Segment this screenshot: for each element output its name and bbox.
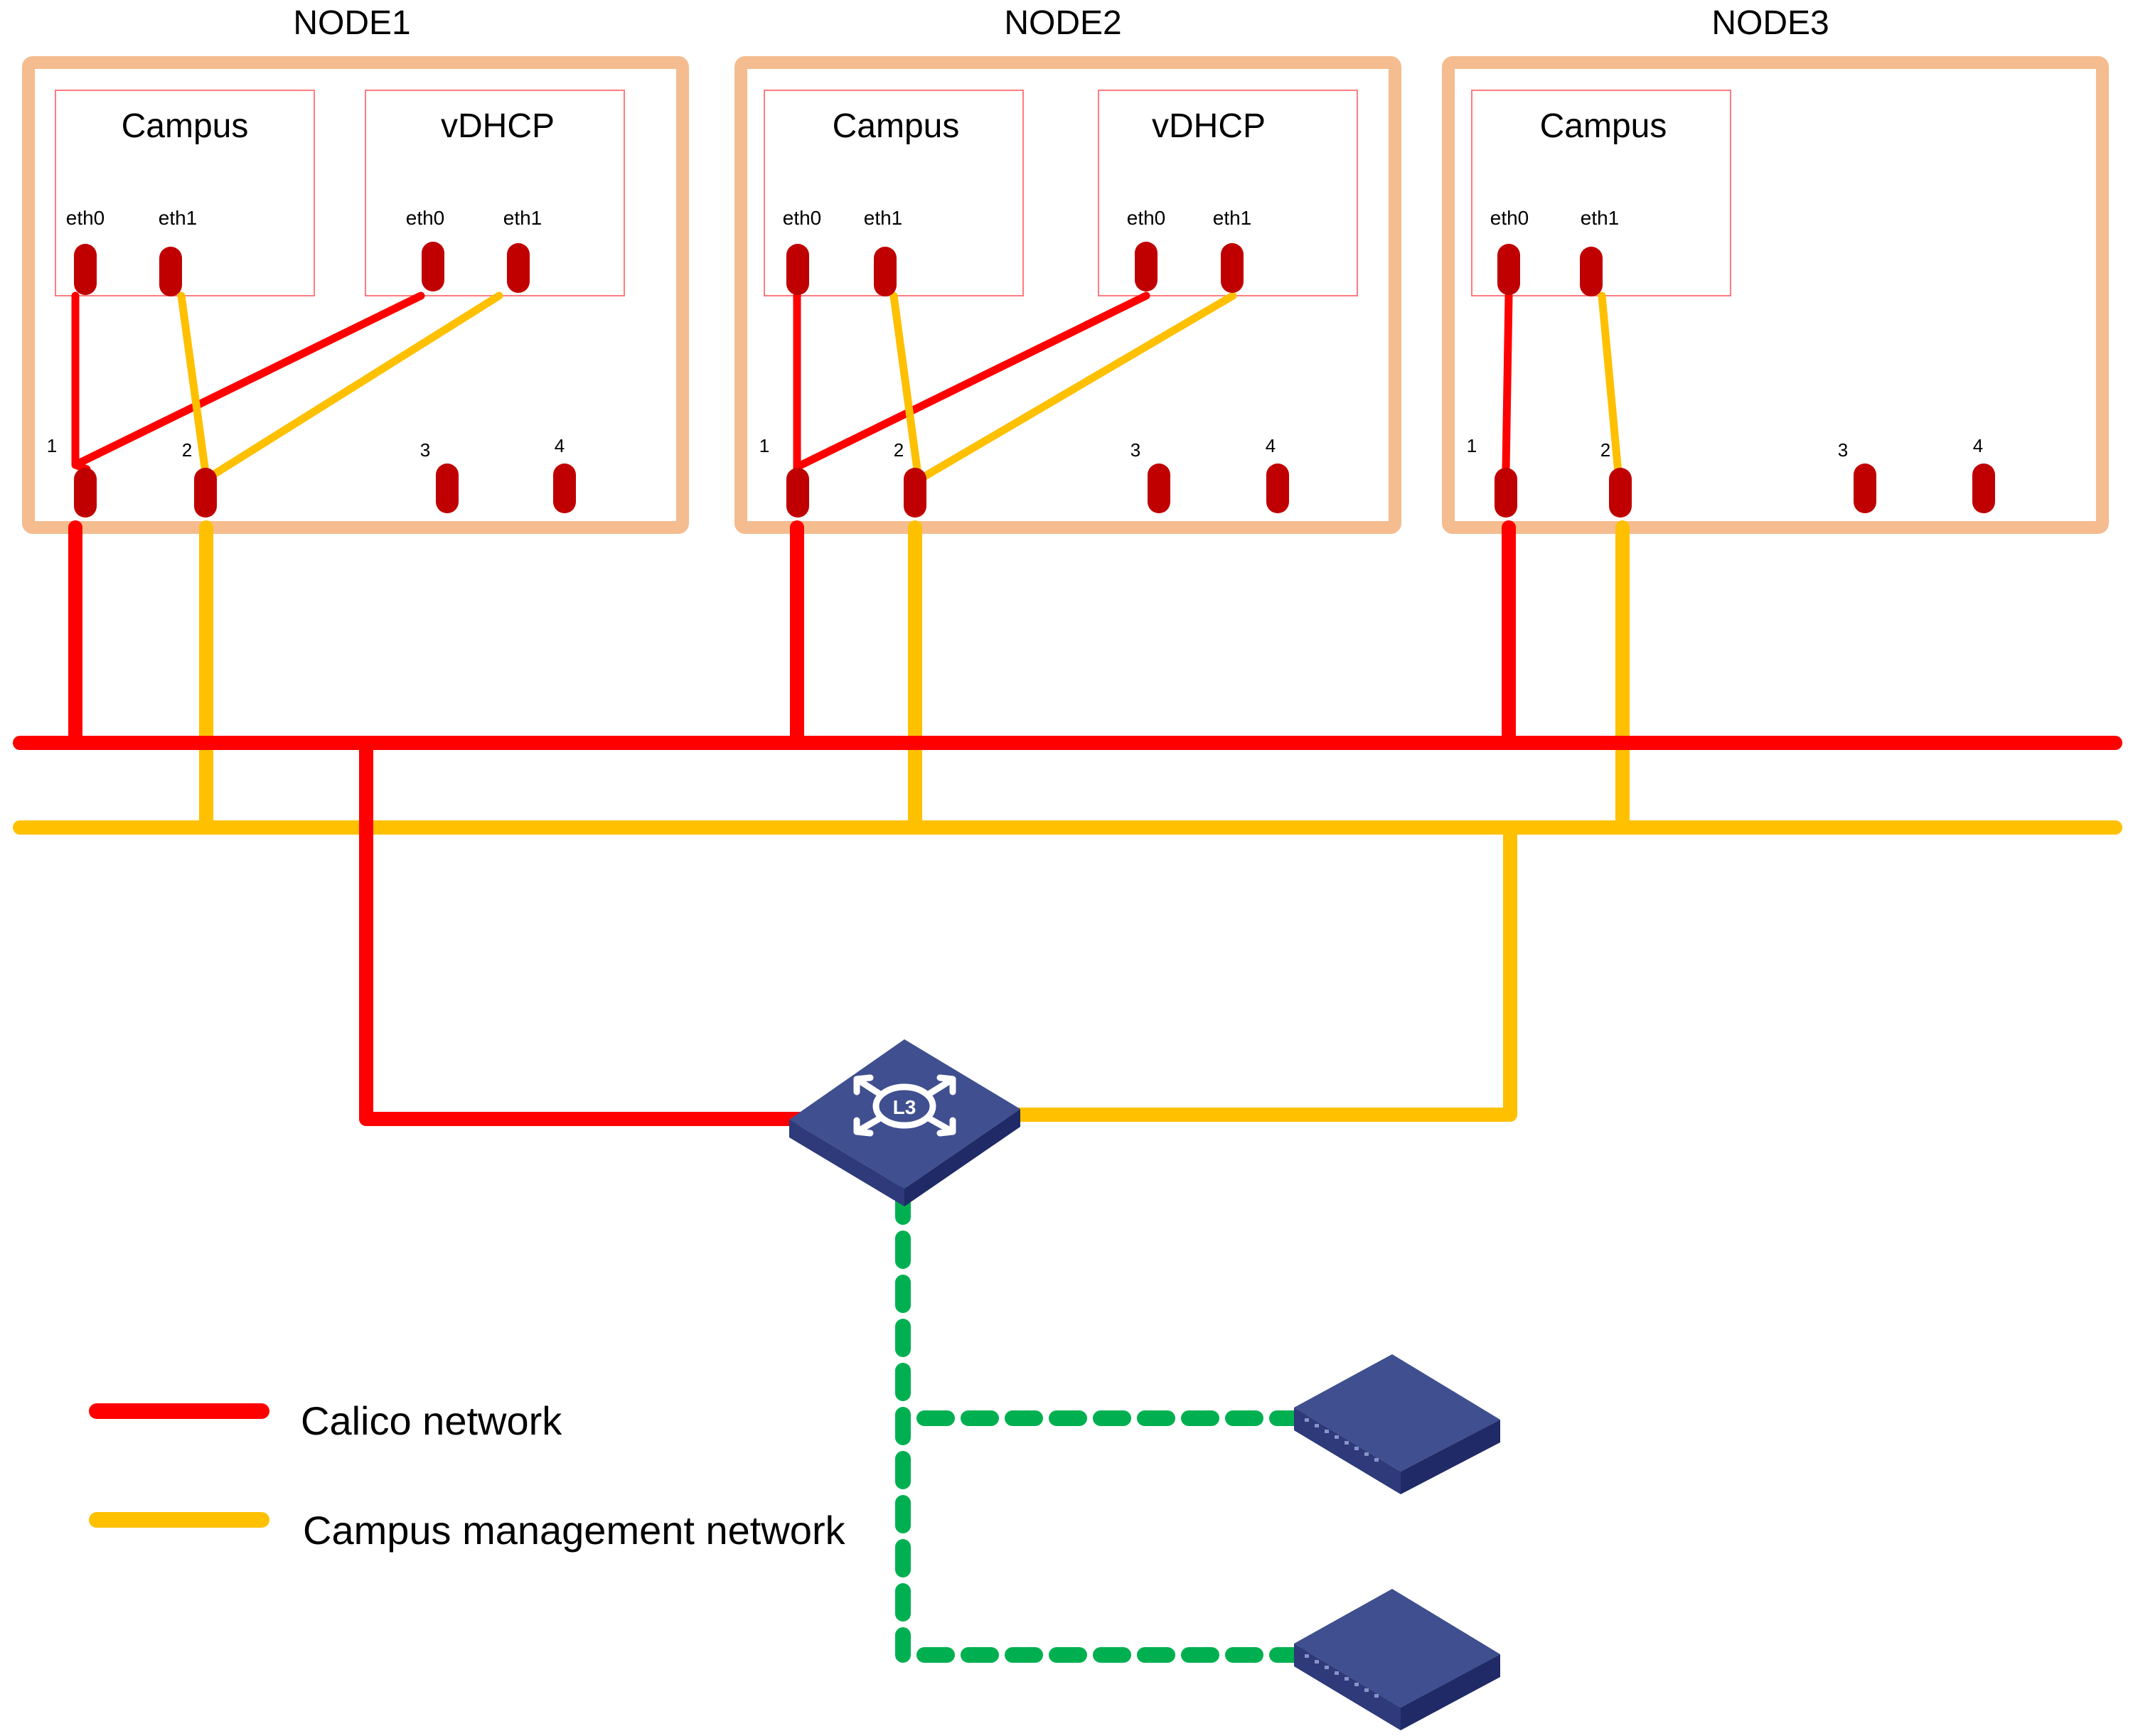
vm-interface-port	[507, 243, 530, 293]
management-link	[889, 291, 923, 484]
physical-port	[1148, 464, 1170, 513]
node-3: NODE3 Campus eth0 eth1 1 2 3 4	[1442, 4, 2109, 534]
port-label: 2	[894, 439, 904, 461]
vm-title: Campus	[122, 107, 249, 145]
node-title: NODE2	[1004, 4, 1121, 42]
port-label: 4	[555, 435, 565, 456]
node-box	[734, 56, 1401, 534]
interface-label: eth0	[783, 207, 822, 229]
interface-label: eth1	[503, 207, 542, 229]
physical-port	[1854, 464, 1876, 513]
vm-title: Campus	[833, 107, 960, 145]
calico-link	[74, 291, 425, 468]
calico-link	[796, 291, 1150, 470]
physical-port	[904, 468, 926, 518]
access-switch-icon	[1294, 1589, 1500, 1730]
access-switch-icon	[1294, 1354, 1500, 1494]
vm-interface-port	[786, 244, 809, 295]
legend-label: Calico network	[301, 1398, 562, 1443]
legend-label: Campus management network	[303, 1508, 846, 1553]
node-title: NODE1	[293, 4, 410, 42]
vm-interface-port	[159, 247, 182, 296]
physical-port	[194, 468, 217, 518]
port-label: 2	[182, 439, 192, 461]
management-to-core	[1006, 820, 1517, 1122]
physical-port	[553, 464, 576, 513]
vm-interface-port	[1497, 244, 1520, 295]
interface-label: eth0	[406, 207, 445, 229]
vm-interface-port	[74, 244, 97, 295]
physical-port	[1266, 464, 1289, 513]
interface-label: eth1	[1213, 207, 1252, 229]
management-link	[914, 291, 1237, 484]
port-label: 2	[1600, 439, 1610, 461]
port-label: 3	[420, 439, 430, 461]
interface-label: eth1	[1581, 207, 1620, 229]
physical-port	[1972, 464, 1995, 513]
physical-port	[1495, 468, 1517, 518]
management-link	[202, 291, 503, 483]
port-label: 1	[1467, 435, 1477, 456]
vm-interface-port	[874, 247, 897, 296]
interface-label: eth0	[66, 207, 105, 229]
port-label: 3	[1838, 439, 1848, 461]
links	[13, 291, 2122, 1663]
vm-interface-port	[422, 242, 444, 291]
port-label: 1	[47, 435, 57, 456]
physical-port	[1609, 468, 1632, 518]
legend: Calico network Campus management network	[89, 1398, 846, 1553]
management-link	[177, 291, 210, 482]
node-box	[22, 56, 689, 534]
vm-title: vDHCP	[441, 107, 555, 145]
l3-badge: L3	[893, 1096, 916, 1118]
physical-port	[786, 468, 809, 518]
node-title: NODE3	[1711, 4, 1829, 42]
interface-label: eth1	[864, 207, 903, 229]
port-label: 1	[759, 435, 769, 456]
calico-to-core	[359, 736, 811, 1126]
port-label: 3	[1130, 439, 1140, 461]
management-link	[1598, 291, 1623, 477]
calico-link	[1502, 291, 1513, 473]
vm-interface-port	[1135, 242, 1158, 291]
interface-label: eth0	[1490, 207, 1529, 229]
node-1: NODE1 Campus eth0 eth1 vDHCP eth0 eth1 1…	[22, 4, 689, 534]
node-2: NODE2 Campus eth0 eth1 vDHCP eth0 eth1 1…	[734, 4, 1401, 534]
node-box	[1442, 56, 2109, 534]
vm-interface-port	[1221, 243, 1244, 293]
l3-switch-icon: L3	[789, 1039, 1020, 1206]
vm-title: Campus	[1540, 107, 1667, 145]
interface-label: eth0	[1127, 207, 1166, 229]
interface-label: eth1	[159, 207, 198, 229]
vm-title: vDHCP	[1152, 107, 1266, 145]
physical-port	[74, 468, 97, 518]
port-label: 4	[1266, 435, 1276, 456]
port-label: 4	[1973, 435, 1983, 456]
vm-interface-port	[1580, 247, 1603, 296]
calico-link	[71, 291, 91, 473]
physical-port	[436, 464, 459, 513]
connectors	[74, 242, 1995, 518]
